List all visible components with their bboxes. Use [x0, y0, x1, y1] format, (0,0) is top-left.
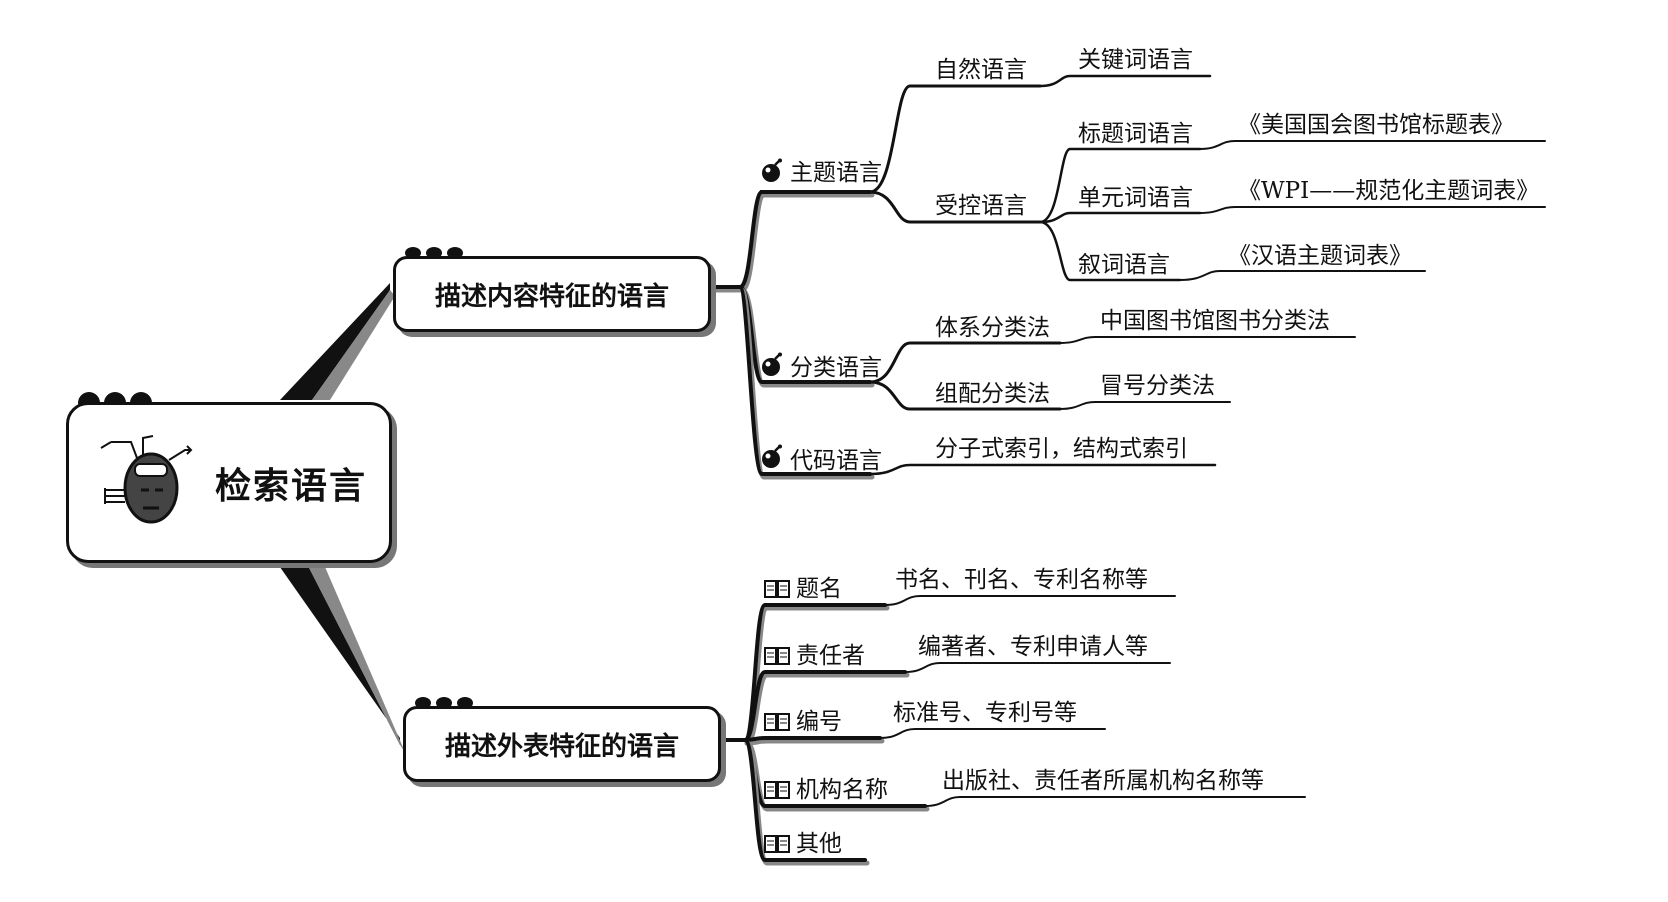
descriptor-example-label[interactable]: 《汉语主题词表》: [1228, 243, 1412, 269]
book-icon: [764, 781, 790, 799]
keyword-language-label[interactable]: 关键词语言: [1078, 47, 1193, 73]
responsibility-label[interactable]: 责任者: [796, 643, 865, 669]
root-label: 检索语言: [215, 464, 368, 507]
code-language-label[interactable]: 代码语言: [790, 448, 882, 474]
organization-example[interactable]: 出版社、责任者所属机构名称等: [942, 768, 1264, 794]
content-branch-label: 描述内容特征的语言: [434, 281, 669, 312]
responsibility-example[interactable]: 编著者、专利申请人等: [918, 634, 1148, 660]
connectors-appearance: [718, 595, 1306, 866]
bomb-icon: [762, 352, 782, 376]
organization-label[interactable]: 机构名称: [796, 777, 888, 803]
book-icon: [764, 647, 790, 665]
connector-root-appearance: [275, 560, 400, 745]
book-icon: [764, 835, 790, 853]
thinking-head-icon: [100, 434, 193, 523]
appearance-branch-node[interactable]: 描述外表特征的语言: [403, 706, 721, 782]
book-icon: [764, 713, 790, 731]
natural-language-label[interactable]: 自然语言: [935, 57, 1027, 83]
code-language-example[interactable]: 分子式索引，结构式索引: [935, 436, 1188, 462]
appearance-branch-label: 描述外表特征的语言: [444, 731, 679, 762]
classification-language-label[interactable]: 分类语言: [790, 355, 882, 381]
faceted-classification-example[interactable]: 冒号分类法: [1100, 373, 1215, 399]
descriptor-language-label[interactable]: 叙词语言: [1078, 252, 1170, 278]
subject-language-label[interactable]: 主题语言: [790, 160, 882, 186]
heading-language-label[interactable]: 标题词语言: [1078, 121, 1193, 147]
faceted-classification-label[interactable]: 组配分类法: [935, 381, 1050, 407]
title-label[interactable]: 题名: [796, 576, 842, 602]
other-label[interactable]: 其他: [796, 831, 842, 857]
connectors-content: [712, 74, 1546, 480]
title-example[interactable]: 书名、刊名、专利名称等: [895, 567, 1148, 593]
bomb-icon: [762, 158, 782, 182]
uniterm-language-label[interactable]: 单元词语言: [1078, 185, 1193, 211]
number-example[interactable]: 标准号、专利号等: [893, 700, 1077, 726]
connector-root-content: [280, 283, 390, 400]
controlled-language-label[interactable]: 受控语言: [935, 193, 1027, 219]
system-classification-label[interactable]: 体系分类法: [935, 315, 1050, 341]
content-branch-node[interactable]: 描述内容特征的语言: [393, 256, 711, 332]
root-node[interactable]: 检索语言: [66, 402, 392, 563]
book-icon: [764, 580, 790, 598]
number-label[interactable]: 编号: [796, 709, 842, 735]
bomb-icon: [762, 444, 782, 468]
system-classification-example[interactable]: 中国图书馆图书分类法: [1100, 308, 1330, 334]
heading-example-label[interactable]: 《美国国会图书馆标题表》: [1238, 112, 1514, 138]
uniterm-example-label[interactable]: 《WPI——规范化主题词表》: [1238, 178, 1540, 204]
